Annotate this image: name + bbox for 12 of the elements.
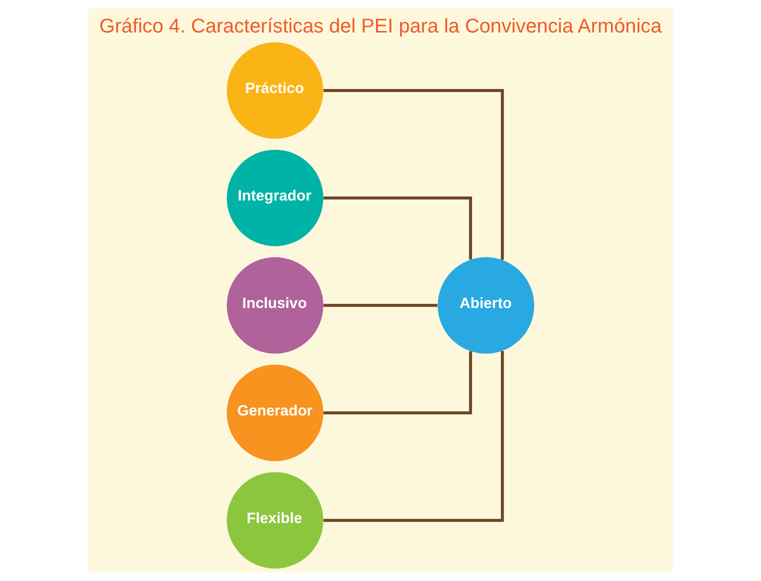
connector <box>324 351 504 522</box>
connector <box>324 89 504 260</box>
node-circle: Integrador <box>226 150 324 246</box>
node-circle: Abierto <box>438 257 534 354</box>
node-circle: Práctico <box>226 42 324 139</box>
connector <box>323 351 472 414</box>
node-circle: Inclusivo <box>226 257 324 354</box>
connector <box>323 304 438 307</box>
node-circle: Generador <box>226 364 324 462</box>
connector <box>323 196 472 260</box>
node-circle: Flexible <box>226 472 324 569</box>
diagram-title: Gráfico 4. Características del PEI para la Convivencia Armónica <box>99 15 662 38</box>
